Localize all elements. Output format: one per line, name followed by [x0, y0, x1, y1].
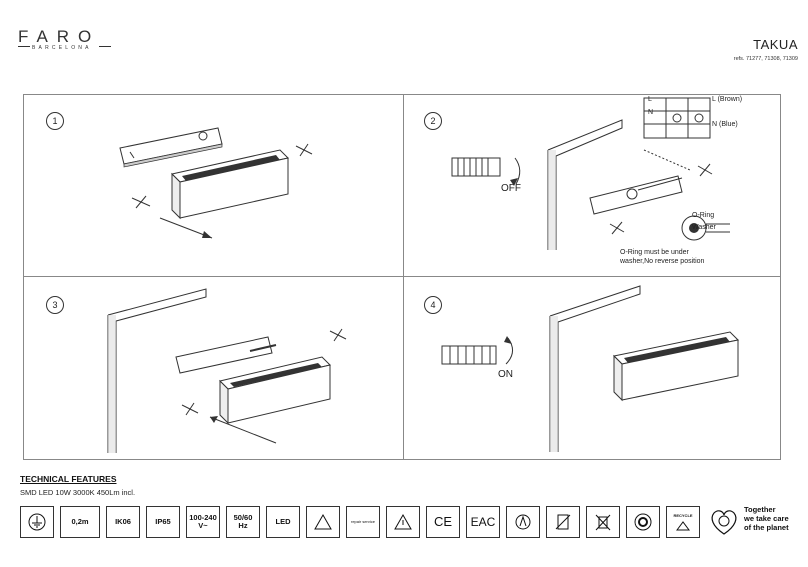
recycle-icon: RECYCLE	[666, 506, 700, 538]
technical-spec: SMD LED 10W 3000K 450Lm incl.	[20, 488, 136, 497]
technical-features-title: TECHNICAL FEATURES	[20, 474, 117, 484]
step-1-illustration	[119, 127, 313, 239]
planet-heart-icon	[711, 510, 737, 535]
ip-rating-icon: IP65	[146, 506, 180, 538]
green-dot-icon	[626, 506, 660, 538]
ce-icon: CE	[426, 506, 460, 538]
brand-subtitle: BARCELONA	[32, 45, 92, 51]
step-2-illustration	[451, 97, 730, 250]
tagline-line1: Together	[744, 505, 776, 514]
led-icon: LED	[266, 506, 300, 538]
washer-label: Washer	[692, 224, 716, 231]
product-refs: refs. 71277, 71308, 71309	[733, 56, 798, 62]
oring-label: O-Ring	[692, 212, 715, 219]
step-3-number: 3	[46, 296, 64, 314]
eac-icon: EAC	[466, 506, 500, 538]
step-3-illustration	[107, 288, 347, 453]
tagline-line2: we take care	[744, 514, 789, 523]
terminal-l-letter: L	[648, 96, 652, 103]
tagline: Together we take care of the planet	[744, 505, 789, 532]
esd-icon	[386, 506, 420, 538]
oring-note-line2: washer,No reverse position	[620, 258, 705, 265]
earth-class-icon	[20, 506, 54, 538]
terminal-n-letter: N	[648, 109, 654, 116]
product-name: TAKUA	[753, 37, 798, 52]
terminal-l-label: L (Brown)	[712, 96, 743, 103]
weee-bin-icon	[586, 506, 620, 538]
no-phosphorus-icon	[506, 506, 540, 538]
distance-icon: 0,2m	[60, 506, 100, 538]
step-2-switch-label: OFF	[501, 183, 521, 194]
brand-underline-right	[99, 46, 111, 47]
document-icon	[546, 506, 580, 538]
tagline-line3: of the planet	[744, 523, 789, 532]
terminal-n-label: N (Blue)	[712, 121, 738, 128]
repair-service-icon: repair service	[346, 506, 380, 538]
oring-note-line1: O-Ring must be under	[620, 249, 689, 256]
brand-logo: FARO	[18, 27, 101, 46]
ik-rating-icon: IK06	[106, 506, 140, 538]
instructions-frame	[23, 94, 781, 460]
step-4-switch-label: ON	[498, 369, 513, 380]
surface-temp-icon	[306, 506, 340, 538]
step-1-number: 1	[46, 112, 64, 130]
step-4-illustration	[441, 285, 740, 452]
step-4-number: 4	[424, 296, 442, 314]
step-2-number: 2	[424, 112, 442, 130]
brand-underline-left	[18, 46, 30, 47]
horizontal-divider	[23, 276, 781, 277]
vertical-divider	[403, 94, 404, 460]
